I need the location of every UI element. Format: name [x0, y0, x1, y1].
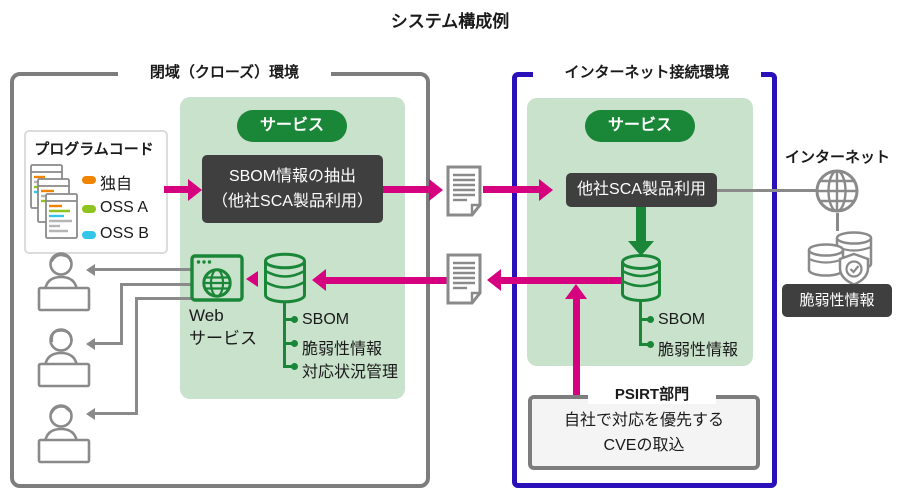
- sbom-extract-line1: SBOM情報の抽出: [228, 168, 357, 185]
- closed-db-list-stub-2: [283, 342, 293, 345]
- user-icon-1: [34, 250, 94, 312]
- web-service-line1: Web: [189, 306, 224, 325]
- closed-db-list-connector: [283, 302, 286, 368]
- arrow-web-user1-shaft: [95, 268, 192, 271]
- document-icon-1: [445, 165, 483, 217]
- line-globe-to-vulndb: [836, 213, 839, 231]
- internet-db-list-connector: [639, 300, 642, 345]
- internet-db-list-stub-1: [639, 318, 649, 321]
- arrow-doc-to-leftdb-shaft: [326, 277, 447, 284]
- arrow-doc-to-sca-head: [539, 179, 553, 201]
- internet-db-item-vuln: 脆弱性情報: [658, 342, 739, 359]
- internet-environment-label: インターネット接続環境: [533, 61, 761, 82]
- code-stack-icon: [30, 164, 78, 240]
- line-sca-to-internet: [717, 189, 817, 192]
- closed-environment-label: 閉域（クローズ）環境: [118, 61, 331, 82]
- arrow-web-user3-seg2: [135, 297, 138, 415]
- web-browser-globe-icon: [190, 254, 244, 302]
- arrow-web-user3-head: [86, 408, 95, 420]
- internet-db-item-sbom: SBOM: [658, 311, 706, 328]
- psirt-box-line1: 自社で対応を優先する: [563, 412, 724, 429]
- internet-db-list-dot-1: [647, 316, 654, 323]
- user-icon-3: [34, 402, 94, 464]
- psirt-box-text: 自社で対応を優先する CVEの取込: [532, 399, 756, 458]
- arrow-db-to-web-head: [246, 271, 258, 287]
- closed-service-badge: サービス: [237, 110, 347, 142]
- vulnerability-info-box: 脆弱性情報: [782, 284, 892, 317]
- internet-globe-icon: [813, 167, 861, 215]
- internet-label: インターネット: [784, 149, 890, 166]
- psirt-label: PSIRT部門: [588, 383, 716, 404]
- closed-service-panel: [180, 97, 405, 399]
- user-icon-2: [34, 326, 94, 388]
- arrow-psirt-up-shaft: [573, 299, 580, 395]
- psirt-box-line2: CVEの取込: [603, 437, 685, 454]
- page-title: システム構成例: [390, 12, 510, 31]
- web-service-line2: サービス: [189, 329, 257, 348]
- closed-db-list-dot-1: [291, 316, 298, 323]
- legend-dot-proprietary: [82, 176, 96, 184]
- sbom-extract-box: SBOM情報の抽出 （他社SCA製品利用）: [202, 155, 383, 223]
- closed-db-list-dot-2: [291, 340, 298, 347]
- arrow-code-to-extract-shaft: [164, 186, 188, 193]
- arrow-code-to-extract-head: [188, 179, 202, 201]
- arrow-web-user2-seg1: [120, 283, 192, 286]
- legend-label-proprietary: 独自: [100, 176, 133, 193]
- arrow-extract-to-doc-shaft: [383, 186, 429, 193]
- legend-dot-oss-a: [82, 205, 96, 213]
- arrow-web-user2-head: [86, 338, 95, 350]
- legend-dot-oss-b: [82, 231, 96, 239]
- arrow-web-user1-head: [86, 264, 95, 276]
- arrow-web-user2-seg3: [95, 342, 123, 345]
- arrow-db-to-doc-head: [487, 269, 501, 291]
- arrow-sca-to-db-head: [628, 241, 654, 256]
- internet-service-badge: サービス: [585, 110, 695, 142]
- web-service-label: Web サービス: [189, 304, 257, 350]
- closed-db-item-vuln: 脆弱性情報: [302, 341, 383, 358]
- vulnerability-db-shield-icon: [804, 228, 880, 286]
- closed-db-list-stub-3: [283, 365, 293, 368]
- closed-database-icon: [262, 252, 308, 304]
- closed-db-item-sbom: SBOM: [302, 311, 350, 328]
- sca-product-box: 他社SCA製品利用: [566, 173, 717, 207]
- arrow-web-user3-seg3: [95, 412, 138, 415]
- program-code-title: プログラムコード: [34, 141, 154, 158]
- closed-db-list-dot-3: [291, 363, 298, 370]
- document-icon-2: [445, 253, 483, 305]
- sbom-extract-line2: （他社SCA製品利用）: [212, 193, 373, 210]
- arrow-web-user2-seg2: [120, 283, 123, 345]
- internet-db-list-stub-2: [639, 343, 649, 346]
- arrow-psirt-up-head: [565, 284, 587, 299]
- arrow-db-to-doc-shaft: [501, 277, 621, 284]
- arrow-web-user3-seg1: [135, 297, 192, 300]
- legend-label-oss-a: OSS A: [100, 199, 149, 216]
- internet-db-list-dot-2: [647, 341, 654, 348]
- arrow-extract-to-doc-head: [429, 179, 443, 201]
- legend-label-oss-b: OSS B: [100, 225, 149, 242]
- arrow-doc-to-sca-shaft: [483, 186, 539, 193]
- closed-db-item-status: 対応状況管理: [302, 364, 399, 381]
- psirt-box: 自社で対応を優先する CVEの取込: [528, 395, 760, 470]
- internet-database-icon: [619, 253, 663, 303]
- arrow-sca-to-db-shaft: [636, 207, 646, 241]
- closed-db-list-stub-1: [283, 318, 293, 321]
- arrow-doc-to-leftdb-head: [312, 269, 326, 291]
